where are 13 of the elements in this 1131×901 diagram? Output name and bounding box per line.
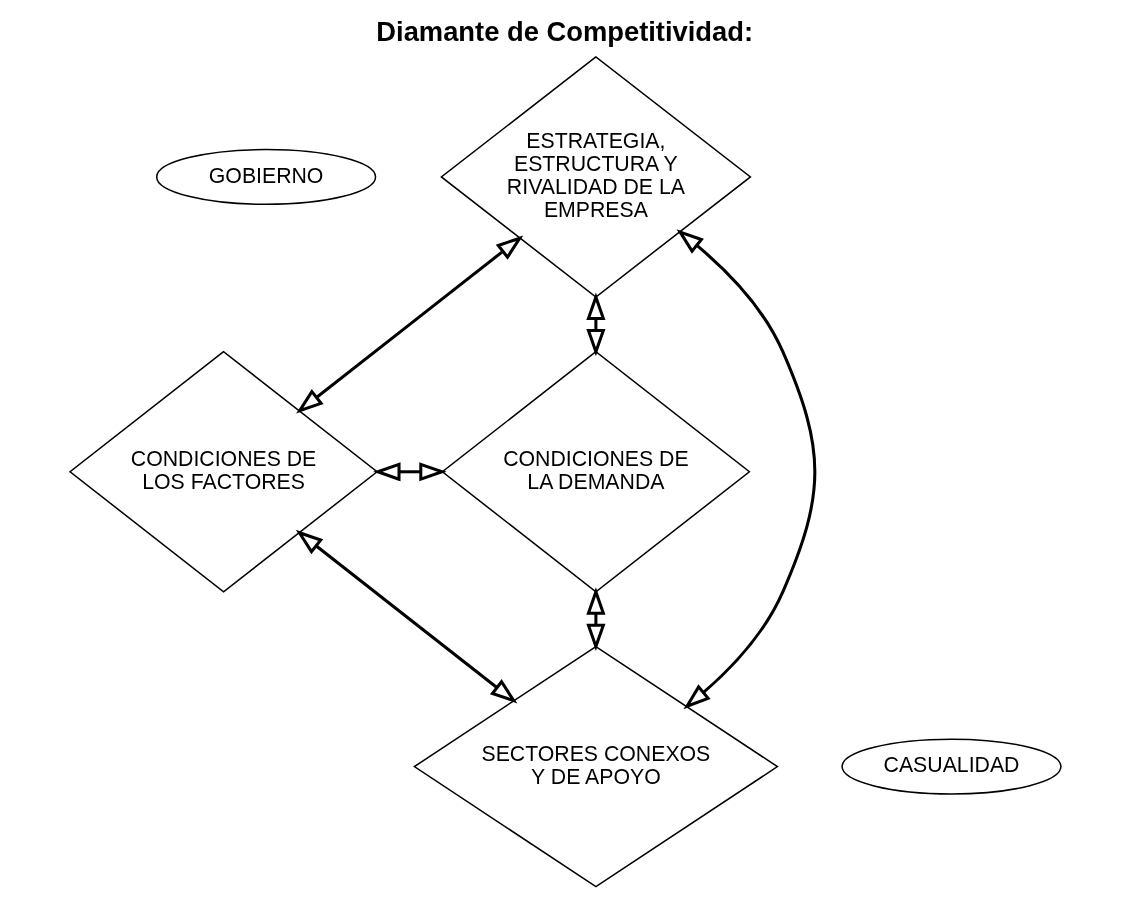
- node-diamond: ESTRATEGIA, ESTRUCTURA Y RIVALIDAD DE LA EMPRESA: [440, 55, 752, 298]
- node-diamond: SECTORES CONEXOS Y DE APOYO: [413, 645, 779, 888]
- arrow: [586, 292, 606, 357]
- arrow: [296, 235, 524, 414]
- node-ellipse: GOBIERNO: [155, 148, 377, 206]
- arrow: [676, 229, 817, 710]
- node-ellipse: CASUALIDAD: [841, 738, 1062, 795]
- arrow: [586, 587, 606, 652]
- node-diamond: CONDICIONES DE LA DEMANDA: [441, 350, 751, 593]
- arrow: [373, 462, 447, 482]
- node-diamond: CONDICIONES DE LOS FACTORES: [68, 350, 379, 593]
- diagram-title: Diamante de Competitividad:: [376, 15, 754, 47]
- arrow: [295, 529, 518, 704]
